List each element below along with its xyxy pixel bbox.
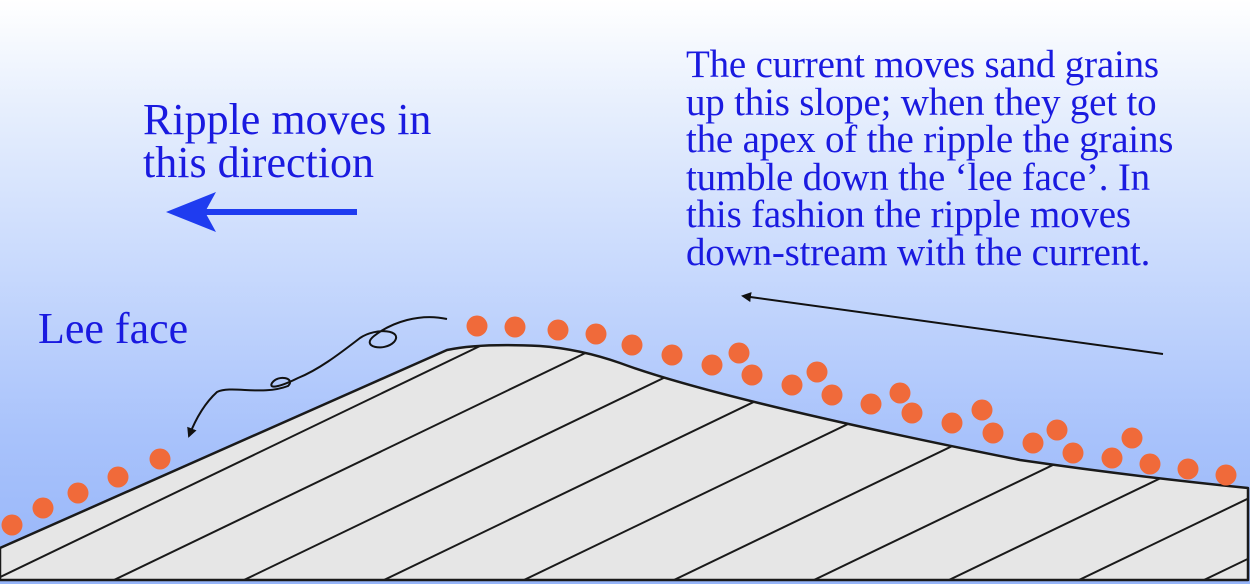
foreset-line [189,345,731,580]
sand-grain [32,497,54,519]
sand-grain [1215,464,1237,486]
sand-grain [149,448,171,470]
foreset-line [59,345,601,580]
sand-grains [1,315,1237,536]
sand-grain [728,342,750,364]
sand-grain [585,323,607,345]
sand-grain [1121,427,1143,449]
foreset-line [0,345,481,580]
sand-grain [1062,442,1084,464]
current-arrow [741,292,1164,355]
sand-grain [821,384,843,406]
sand-grain [889,382,911,404]
foreset-line [1149,345,1248,580]
sand-grain [1139,453,1161,475]
sand-grain [1022,432,1044,454]
sand-grain [504,316,526,338]
sand-grain [661,344,683,366]
sand-grain [941,412,963,434]
sand-grain [621,334,643,356]
ripple-direction-label: Ripple moves in this direction [143,95,432,187]
sand-grain [901,402,923,424]
direction-arrow-head [166,192,216,232]
lee-face-label: Lee face [38,304,189,353]
sand-grain [1177,458,1199,480]
cross-bedding-lines [0,345,1248,580]
sand-grain [1046,419,1068,441]
sand-grain [107,466,129,488]
sand-grain [806,361,828,383]
sand-grain [781,374,803,396]
foreset-line [1024,345,1248,580]
sand-grain [547,319,569,341]
sand-grain [860,393,882,415]
sand-grain [971,399,993,421]
sand-grain [67,482,89,504]
sand-grain [741,364,763,386]
current-description-label: The current moves sand grains up this sl… [686,43,1174,274]
ripple-body [0,343,1250,582]
direction-arrow [166,192,357,232]
sand-grain [466,315,488,337]
sand-grain [1101,447,1123,469]
sand-grain [701,354,723,376]
grain-tumble-arrow [187,316,448,438]
sand-grain [1,514,23,536]
sand-grain [982,422,1004,444]
